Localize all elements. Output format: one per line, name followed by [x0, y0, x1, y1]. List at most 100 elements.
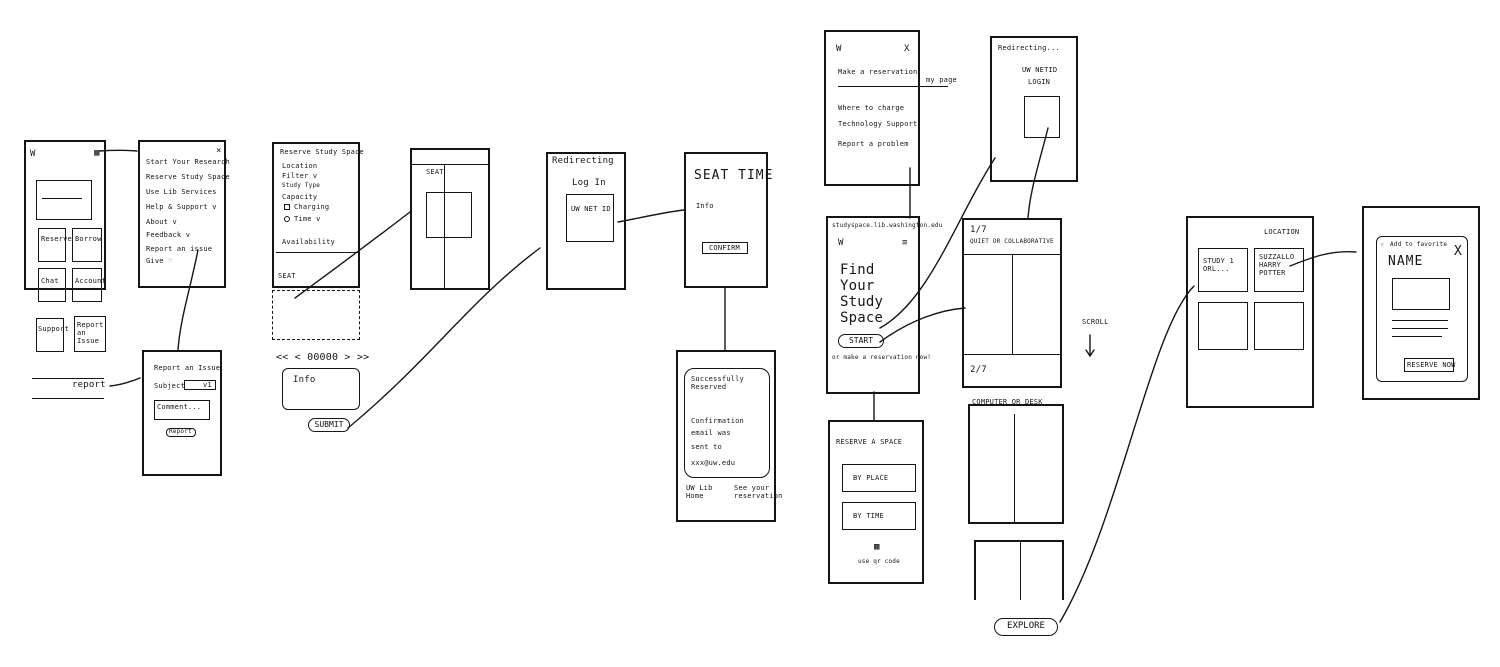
- by-place-option[interactable]: BY PLACE: [842, 464, 916, 492]
- side-menu-item[interactable]: Report a problem: [838, 140, 909, 148]
- seat-grid[interactable]: [272, 290, 360, 340]
- connector-login-to-seattime: [617, 209, 685, 223]
- menu-item[interactable]: Help & Support v: [146, 203, 217, 211]
- tile-borrow[interactable]: Borrow: [72, 228, 102, 262]
- carousel-2-category: COMPUTER OR DESK: [972, 398, 1043, 406]
- find-footer[interactable]: or make a reservation now!: [832, 354, 932, 361]
- comment-field[interactable]: Comment...: [154, 400, 210, 420]
- carousel-2-center: [1014, 414, 1015, 524]
- qr-label[interactable]: use qr code: [858, 558, 900, 565]
- redirect-login-card[interactable]: [1024, 96, 1060, 138]
- menu-item[interactable]: Reserve Study Space: [146, 173, 230, 181]
- location-card[interactable]: [1198, 302, 1248, 350]
- seat-pager[interactable]: << < 00000 > >>: [276, 352, 370, 363]
- link-see-reservation[interactable]: See your reservation: [734, 484, 783, 500]
- reserve-now-button[interactable]: RESERVE NOW: [1404, 358, 1455, 372]
- carousel-page-bottom: 2/7: [970, 365, 987, 375]
- home-screen: W ▦ Reserve Borrow Chat Account: [24, 140, 106, 302]
- detail-screen: ☆ Add to favorite X NAME RESERVE NOW: [1362, 206, 1480, 400]
- side-menu-divider: [838, 86, 948, 87]
- seat-popup-screen: SEAT: [410, 148, 490, 290]
- location-card[interactable]: STUDY 1 ORL...: [1198, 248, 1248, 292]
- location-screen: LOCATION STUDY 1 ORL... SUZZALLO HARRY P…: [1186, 216, 1314, 408]
- headline-line-1: Find: [840, 262, 875, 278]
- subject-select[interactable]: v1: [184, 380, 216, 390]
- subject-label: Subject: [154, 382, 185, 390]
- side-menu-screen: W X Make a reservation Where to charge T…: [824, 30, 948, 186]
- hamburger-icon[interactable]: ≡: [902, 238, 908, 248]
- seat-time-info: Info: [696, 202, 714, 210]
- menu-item[interactable]: Give ♡: [146, 257, 173, 265]
- detail-line-3: [1392, 336, 1442, 337]
- favorite-label[interactable]: Add to favorite: [1390, 241, 1448, 248]
- headline-line-3: Study: [840, 294, 884, 310]
- side-menu-item[interactable]: Where to charge: [838, 104, 905, 112]
- grid-icon[interactable]: ▦: [94, 148, 100, 158]
- carousel-screen: 1/7 QUIET OR COLLABORATIVE 2/7: [962, 218, 1062, 388]
- popup-top-line: [412, 164, 490, 165]
- tile-account[interactable]: Account: [72, 268, 106, 302]
- side-menu-close-icon[interactable]: X: [904, 44, 910, 54]
- link-lib-home[interactable]: UW Lib Home: [686, 484, 713, 500]
- location-card[interactable]: [1254, 302, 1304, 350]
- success-msg-3: sent to: [691, 443, 722, 451]
- login-label: Log In: [572, 178, 606, 188]
- confirm-button[interactable]: CONFIRM: [702, 242, 748, 254]
- scroll-arrow: [1085, 334, 1095, 358]
- seat-label: SEAT: [278, 272, 296, 280]
- login-redirect-title: Redirecting: [552, 156, 614, 166]
- seat-popup-card[interactable]: [426, 192, 472, 238]
- side-menu-item[interactable]: Make a reservation: [838, 68, 918, 76]
- submit-button[interactable]: SUBMIT: [308, 418, 350, 432]
- menu-item[interactable]: Start Your Research: [146, 158, 230, 166]
- filter-capacity[interactable]: Capacity: [282, 193, 318, 201]
- checkbox-charging[interactable]: [284, 204, 290, 210]
- tile-chat[interactable]: Chat: [38, 268, 66, 302]
- seat-time-screen: SEAT TIME Info CONFIRM: [684, 152, 772, 288]
- redirect-login-screen: Redirecting... UW NETID LOGIN: [990, 36, 1078, 182]
- redirect-title: Redirecting...: [998, 44, 1060, 52]
- tile-support[interactable]: Support: [36, 318, 69, 352]
- card-line: [42, 198, 82, 199]
- explore-button[interactable]: EXPLORE: [994, 618, 1058, 636]
- carousel-screen-2: COMPUTER OR DESK: [968, 398, 1064, 524]
- menu-item[interactable]: About v: [146, 218, 177, 226]
- by-time-option[interactable]: BY TIME: [842, 502, 916, 530]
- qr-icon[interactable]: ▩: [874, 542, 880, 552]
- carousel-divider-top: [964, 254, 1062, 255]
- connector-home-to-menu: [99, 149, 138, 152]
- popup-stem: [444, 164, 445, 288]
- close-icon[interactable]: ×: [216, 146, 222, 156]
- tile-report-issue[interactable]: Report an Issue: [74, 316, 106, 352]
- menu-item[interactable]: Feedback v: [146, 231, 191, 239]
- menu-item[interactable]: Use Lib Services: [146, 188, 217, 196]
- filter-study-type[interactable]: Study Type: [282, 182, 321, 189]
- filter-filter[interactable]: Filter v: [282, 172, 318, 180]
- carousel-screen-3: [974, 540, 1064, 600]
- popup-seat-label: SEAT: [426, 168, 444, 176]
- carousel-category: QUIET OR COLLABORATIVE: [970, 238, 1054, 245]
- success-email: xxx@uw.edu: [691, 459, 736, 467]
- side-menu-logo: W: [836, 44, 842, 54]
- connector-location-to-detail: [1289, 250, 1357, 267]
- reserve-study-screen: Reserve Study Space Location Filter v St…: [272, 142, 364, 288]
- detail-close-icon[interactable]: X: [1454, 244, 1463, 259]
- filter-location[interactable]: Location: [282, 162, 318, 170]
- report-submit-button[interactable]: Report: [166, 428, 196, 437]
- side-menu-item[interactable]: Technology Support: [838, 120, 918, 128]
- tile-reserve[interactable]: Reserve: [38, 228, 72, 262]
- report-caption: report: [72, 380, 106, 390]
- reserve-space-screen: RESERVE A SPACE BY PLACE BY TIME ▩ use q…: [828, 420, 924, 584]
- redirect-login-label: LOGIN: [1028, 78, 1051, 86]
- report-row-top: [32, 378, 104, 379]
- favorite-star-icon[interactable]: ☆: [1380, 240, 1385, 248]
- login-screen: Redirecting Log In UW NET ID: [546, 152, 626, 290]
- checkbox-time[interactable]: [284, 216, 290, 222]
- netid-card[interactable]: UW NET ID: [566, 194, 614, 242]
- location-card[interactable]: SUZZALLO HARRY POTTER: [1254, 248, 1304, 292]
- logo: W: [30, 149, 36, 159]
- start-button[interactable]: START: [838, 334, 884, 348]
- location-title: LOCATION: [1264, 228, 1300, 236]
- menu-item[interactable]: Report an issue: [146, 245, 213, 253]
- report-screen: Report an Issue Subject v1 Comment... Re…: [142, 350, 222, 476]
